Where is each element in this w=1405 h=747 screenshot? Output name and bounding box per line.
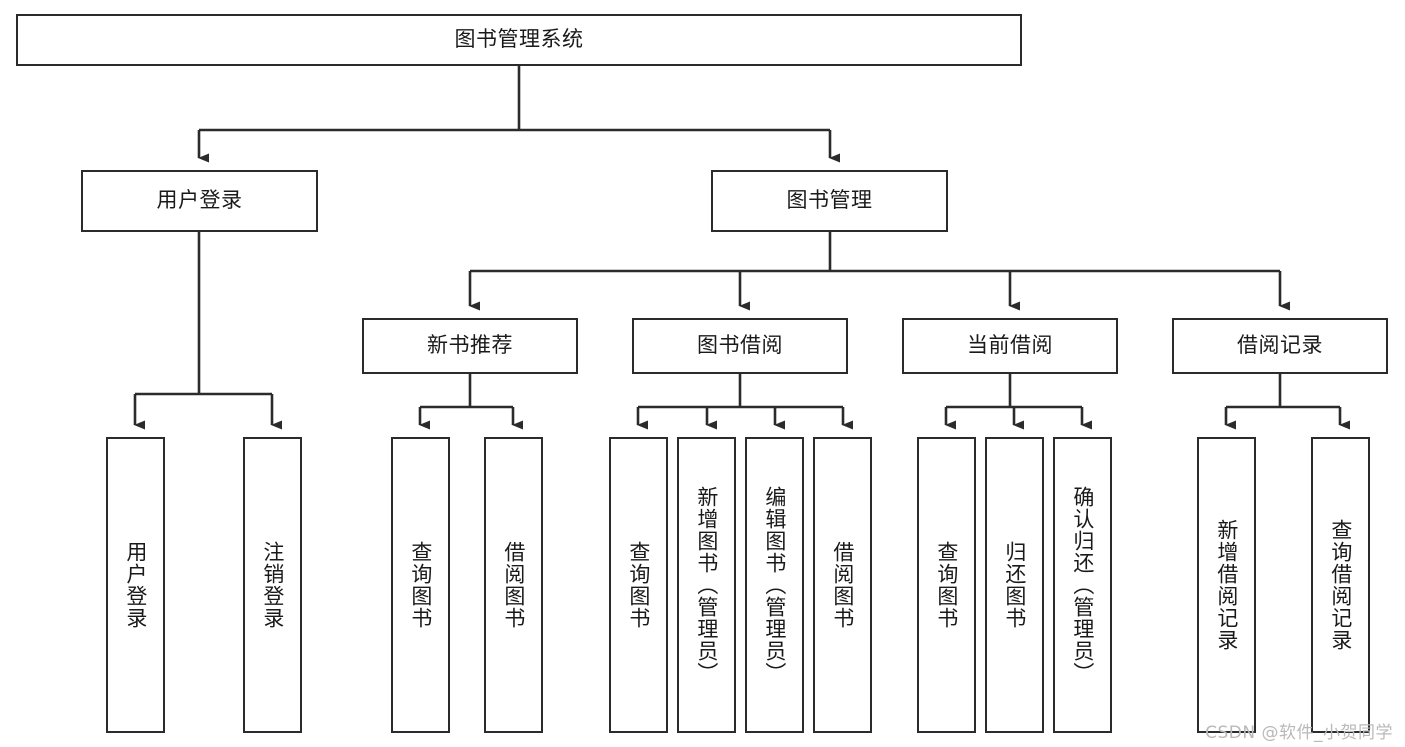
node-book-management[interactable]: 图书管理 (711, 170, 948, 232)
node-borrow-record[interactable]: 借阅记录 (1172, 318, 1388, 374)
node-leaf-user-login-signout[interactable]: 注销登录 (243, 437, 302, 733)
node-label: 当前借阅 (967, 333, 1053, 358)
node-leaf-borrow-record-query[interactable]: 查询借阅记录 (1311, 437, 1370, 733)
node-leaf-book-borrow-add[interactable]: 新增图书（管理员） (677, 437, 736, 733)
node-label: 查询图书 (626, 541, 651, 629)
node-label: 查询借阅记录 (1328, 519, 1353, 651)
node-label: 查询图书 (934, 541, 959, 629)
csdn-watermark: CSDN @软件_小贺同学 (1205, 723, 1393, 743)
node-label: 新增图书（管理员） (694, 486, 719, 684)
node-new-book-recommend[interactable]: 新书推荐 (362, 318, 578, 374)
node-label: 借阅图书 (501, 541, 526, 629)
node-leaf-book-borrow-query[interactable]: 查询图书 (609, 437, 668, 733)
node-label: 确认归还（管理员） (1070, 486, 1095, 684)
node-label: 新书推荐 (427, 333, 513, 358)
node-leaf-new-book-query[interactable]: 查询图书 (391, 437, 450, 733)
node-leaf-user-login-signin[interactable]: 用户登录 (106, 437, 165, 733)
node-leaf-book-borrow-edit[interactable]: 编辑图书（管理员） (745, 437, 804, 733)
node-user-login[interactable]: 用户登录 (81, 170, 318, 232)
node-label: 借阅图书 (830, 541, 855, 629)
node-current-borrow[interactable]: 当前借阅 (902, 318, 1118, 374)
node-leaf-current-borrow-return[interactable]: 归还图书 (985, 437, 1044, 733)
node-leaf-current-borrow-confirm-return[interactable]: 确认归还（管理员） (1053, 437, 1112, 733)
node-label: 用户登录 (156, 188, 243, 213)
node-leaf-book-borrow-lend[interactable]: 借阅图书 (813, 437, 872, 733)
node-label: 注销登录 (260, 541, 285, 629)
node-leaf-new-book-borrow[interactable]: 借阅图书 (484, 437, 543, 733)
node-label: 借阅记录 (1237, 333, 1323, 358)
node-label: 图书借阅 (697, 333, 783, 358)
node-root-book-management-system[interactable]: 图书管理系统 (16, 14, 1022, 66)
node-leaf-current-borrow-query[interactable]: 查询图书 (917, 437, 976, 733)
node-label: 图书管理系统 (454, 27, 584, 52)
node-leaf-borrow-record-add[interactable]: 新增借阅记录 (1197, 437, 1256, 733)
node-label: 用户登录 (123, 541, 148, 629)
node-label: 编辑图书（管理员） (762, 486, 787, 684)
node-label: 归还图书 (1002, 541, 1027, 629)
node-label: 查询图书 (408, 541, 433, 629)
node-label: 图书管理 (786, 188, 873, 213)
node-book-borrow[interactable]: 图书借阅 (632, 318, 848, 374)
node-label: 新增借阅记录 (1214, 519, 1239, 651)
